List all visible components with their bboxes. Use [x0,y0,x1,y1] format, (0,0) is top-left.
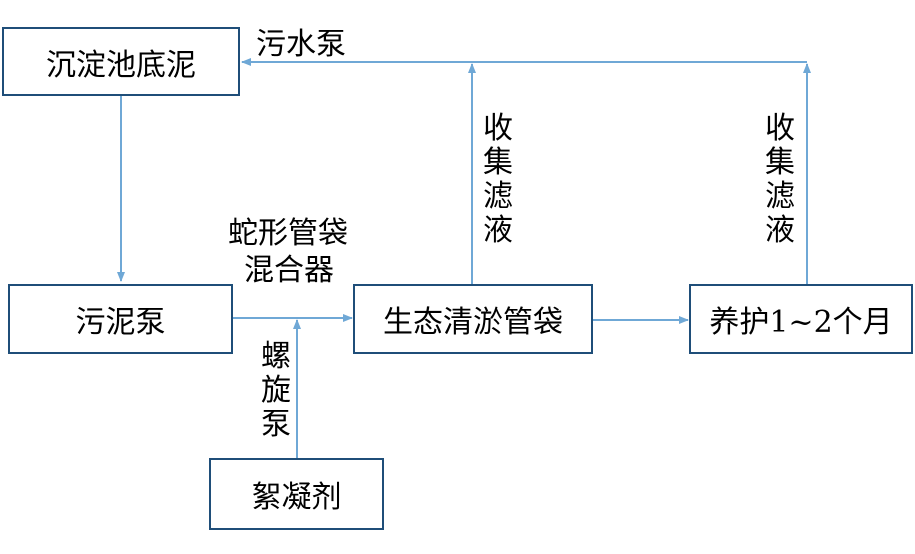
mixer-label-line1: 蛇形管袋 [228,216,348,251]
screw-pump-label: 螺旋泵 [261,339,291,442]
maintain-label: 养护1~2个月 [709,305,893,340]
sludge-pump-box: 污泥泵 [8,284,233,354]
sediment-label: 沉淀池底泥 [46,47,196,83]
maintain-box: 养护1~2个月 [689,284,913,354]
mixer-label-line2: 混合器 [244,253,334,288]
sewage-pump-label: 污水泵 [256,27,346,62]
dredge-bag-label: 生态清淤管袋 [383,305,563,340]
collect-filtrate-label-1: 收集滤液 [483,111,513,248]
sludge-pump-label: 污泥泵 [75,305,166,340]
flocculant-box: 絮凝剂 [209,458,384,530]
flocculant-label: 絮凝剂 [251,480,342,515]
sediment-box: 沉淀池底泥 [2,27,240,96]
collect-filtrate-label-2: 收集滤液 [765,111,795,248]
dredge-bag-box: 生态清淤管袋 [353,284,593,354]
